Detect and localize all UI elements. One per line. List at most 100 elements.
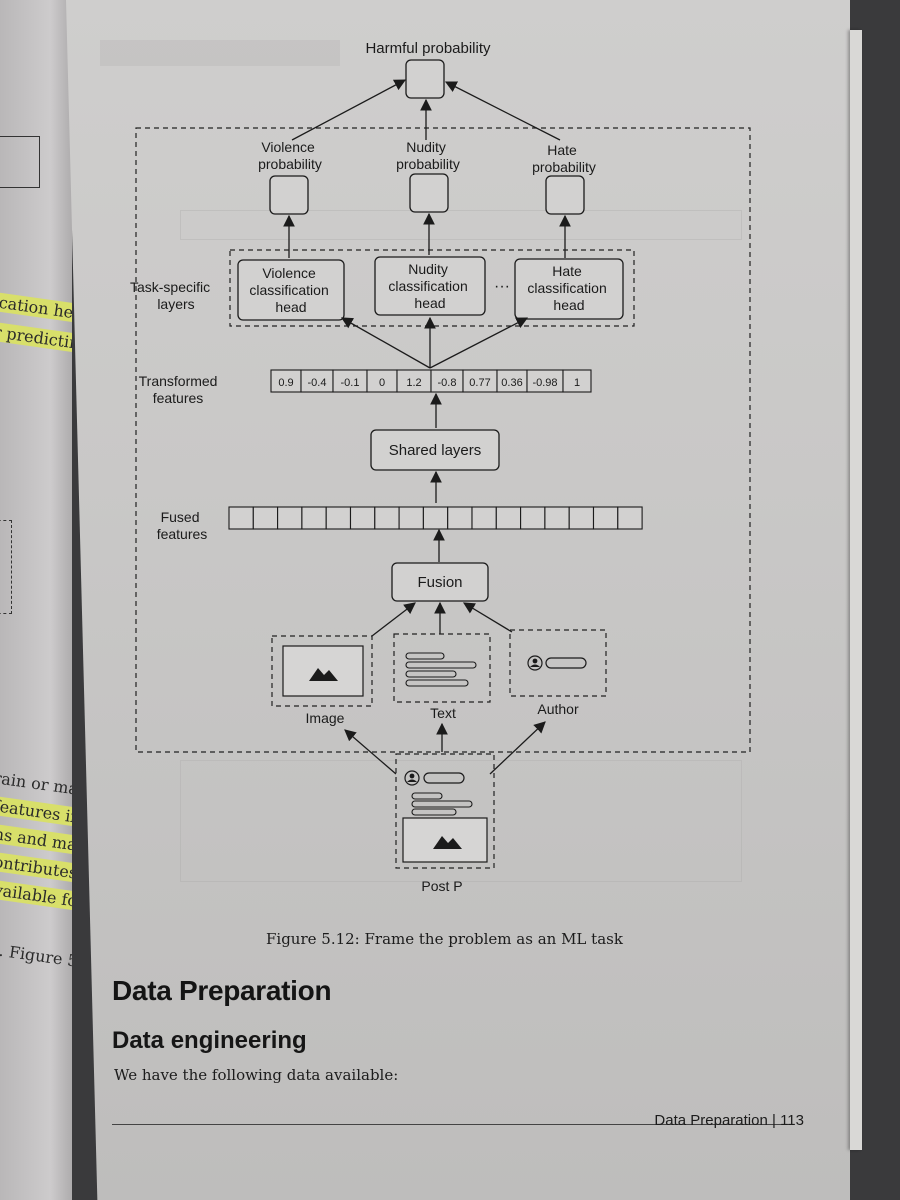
image-thumbnail [282,645,364,697]
nudity-probability-line1: Nudity [406,139,446,155]
user-avatar-icon [527,655,543,671]
fused-features-label: Fused features [157,509,208,542]
footer-separator: | [772,1112,781,1129]
fusion-label: Fusion [417,574,462,591]
fused-line2: features [157,526,208,542]
left-facing-page: ication hea r predicting rain or main fe… [0,0,72,1200]
heads-ellipsis: ··· [494,278,510,295]
text-line-icon [405,652,445,660]
post-text-line-icon [411,808,457,816]
hate-probability-label: Hate probability [532,142,596,175]
hate-probability-line1: Hate [547,142,577,158]
task-specific-layers-label: Task-specific layers [130,279,214,312]
nudity-classification-head [374,256,486,316]
post-p-group [395,753,495,869]
fused-feature-cell [252,506,279,530]
shared-layers-box [370,429,500,471]
task-specific-layers-group [229,249,635,327]
transformed-feature-value: 1.2 [406,377,421,389]
transformed-feature-value: 0.9 [278,377,293,389]
fused-feature-cell [422,506,449,530]
post-text-line-icon [411,800,473,808]
post-p-label: Post P [421,878,462,894]
fused-feature-cell [349,506,376,530]
transformed-feature-value: -0.98 [532,377,557,389]
text-line-icon [405,661,477,669]
violence-head-line1: Violence [262,265,316,281]
text-modality-group [393,633,491,703]
fusion-box [391,562,489,602]
transformed-features-label: Transformed features [139,373,222,406]
nudity-probability-line2: probability [396,156,460,172]
violence-head-line2: classification [249,282,328,298]
hate-classification-head [514,258,624,320]
text-line-icon [405,670,457,678]
footer-section-name: Data Preparation [654,1112,768,1129]
fused-feature-cell [277,506,303,530]
transformed-line1: Transformed [139,373,218,389]
transformed-feature-value: 0.77 [469,377,490,389]
fused-feature-cell [568,506,595,530]
nudity-head-line3: head [414,295,445,311]
task-specific-line2: layers [157,296,194,312]
post-author-pill [423,772,465,784]
author-name-pill [545,657,587,669]
page-footer: Data Preparation | 113 [654,1112,804,1129]
left-page-figure-box [0,136,40,188]
fused-line1: Fused [161,509,200,525]
text-line-icon [405,679,469,687]
violence-classification-head [237,259,345,321]
hate-head-label: Hate classification head [527,263,610,313]
mountain-icon [309,668,338,681]
fused-feature-cell [325,506,352,530]
hate-head-line3: head [553,297,584,313]
task-specific-line1: Task-specific [130,279,210,295]
fused-feature-cell [301,506,327,530]
hate-head-line2: classification [527,280,606,296]
author-label: Author [537,701,579,717]
nudity-probability-label: Nudity probability [396,139,460,172]
image-label: Image [306,710,345,726]
post-user-avatar-icon [404,770,420,786]
subsection-title: Data engineering [112,1027,307,1054]
fused-feature-cell [471,506,497,530]
harmful-probability-label: Harmful probability [365,40,491,57]
fused-feature-cell [544,506,570,530]
violence-probability-node [269,175,309,215]
nudity-head-line2: classification [388,278,467,294]
page-edge [850,30,862,1150]
bleed-through [100,40,340,66]
violence-probability-line1: Violence [261,139,315,155]
transformed-feature-value: 1 [574,377,580,389]
image-modality-group [271,635,373,707]
fused-feature-cell [228,506,254,530]
hate-probability-node [545,175,585,215]
hate-head-line1: Hate [552,263,582,279]
page-number: 113 [780,1112,804,1129]
transformed-feature-value: -0.1 [341,377,360,389]
violence-probability-line2: probability [258,156,322,172]
fused-feature-cell [617,506,643,530]
fused-feature-cell [398,506,424,530]
transformed-feature-cell [562,369,592,393]
user-avatar-head [532,658,538,664]
body-paragraph: We have the following data available: [114,1066,399,1084]
post-text-line-icon [411,792,443,800]
fused-feature-cell [374,506,400,530]
figure-caption: Figure 5.12: Frame the problem as an ML … [266,930,623,948]
footer-rule [112,1124,792,1125]
transformed-feature-value: 0 [379,377,385,389]
violence-head-label: Violence classification head [249,265,332,315]
model-dashed-frame [135,127,751,753]
hate-probability-line2: probability [532,159,596,175]
fused-feature-cell [495,506,522,530]
section-title: Data Preparation [112,975,332,1006]
nudity-probability-node [409,173,449,213]
bleed-through [180,760,742,882]
violence-probability-label: Violence probability [258,139,322,172]
transformed-feature-value: -0.8 [438,377,457,389]
shared-layers-label: Shared layers [389,442,482,459]
fused-feature-cell [447,506,473,530]
